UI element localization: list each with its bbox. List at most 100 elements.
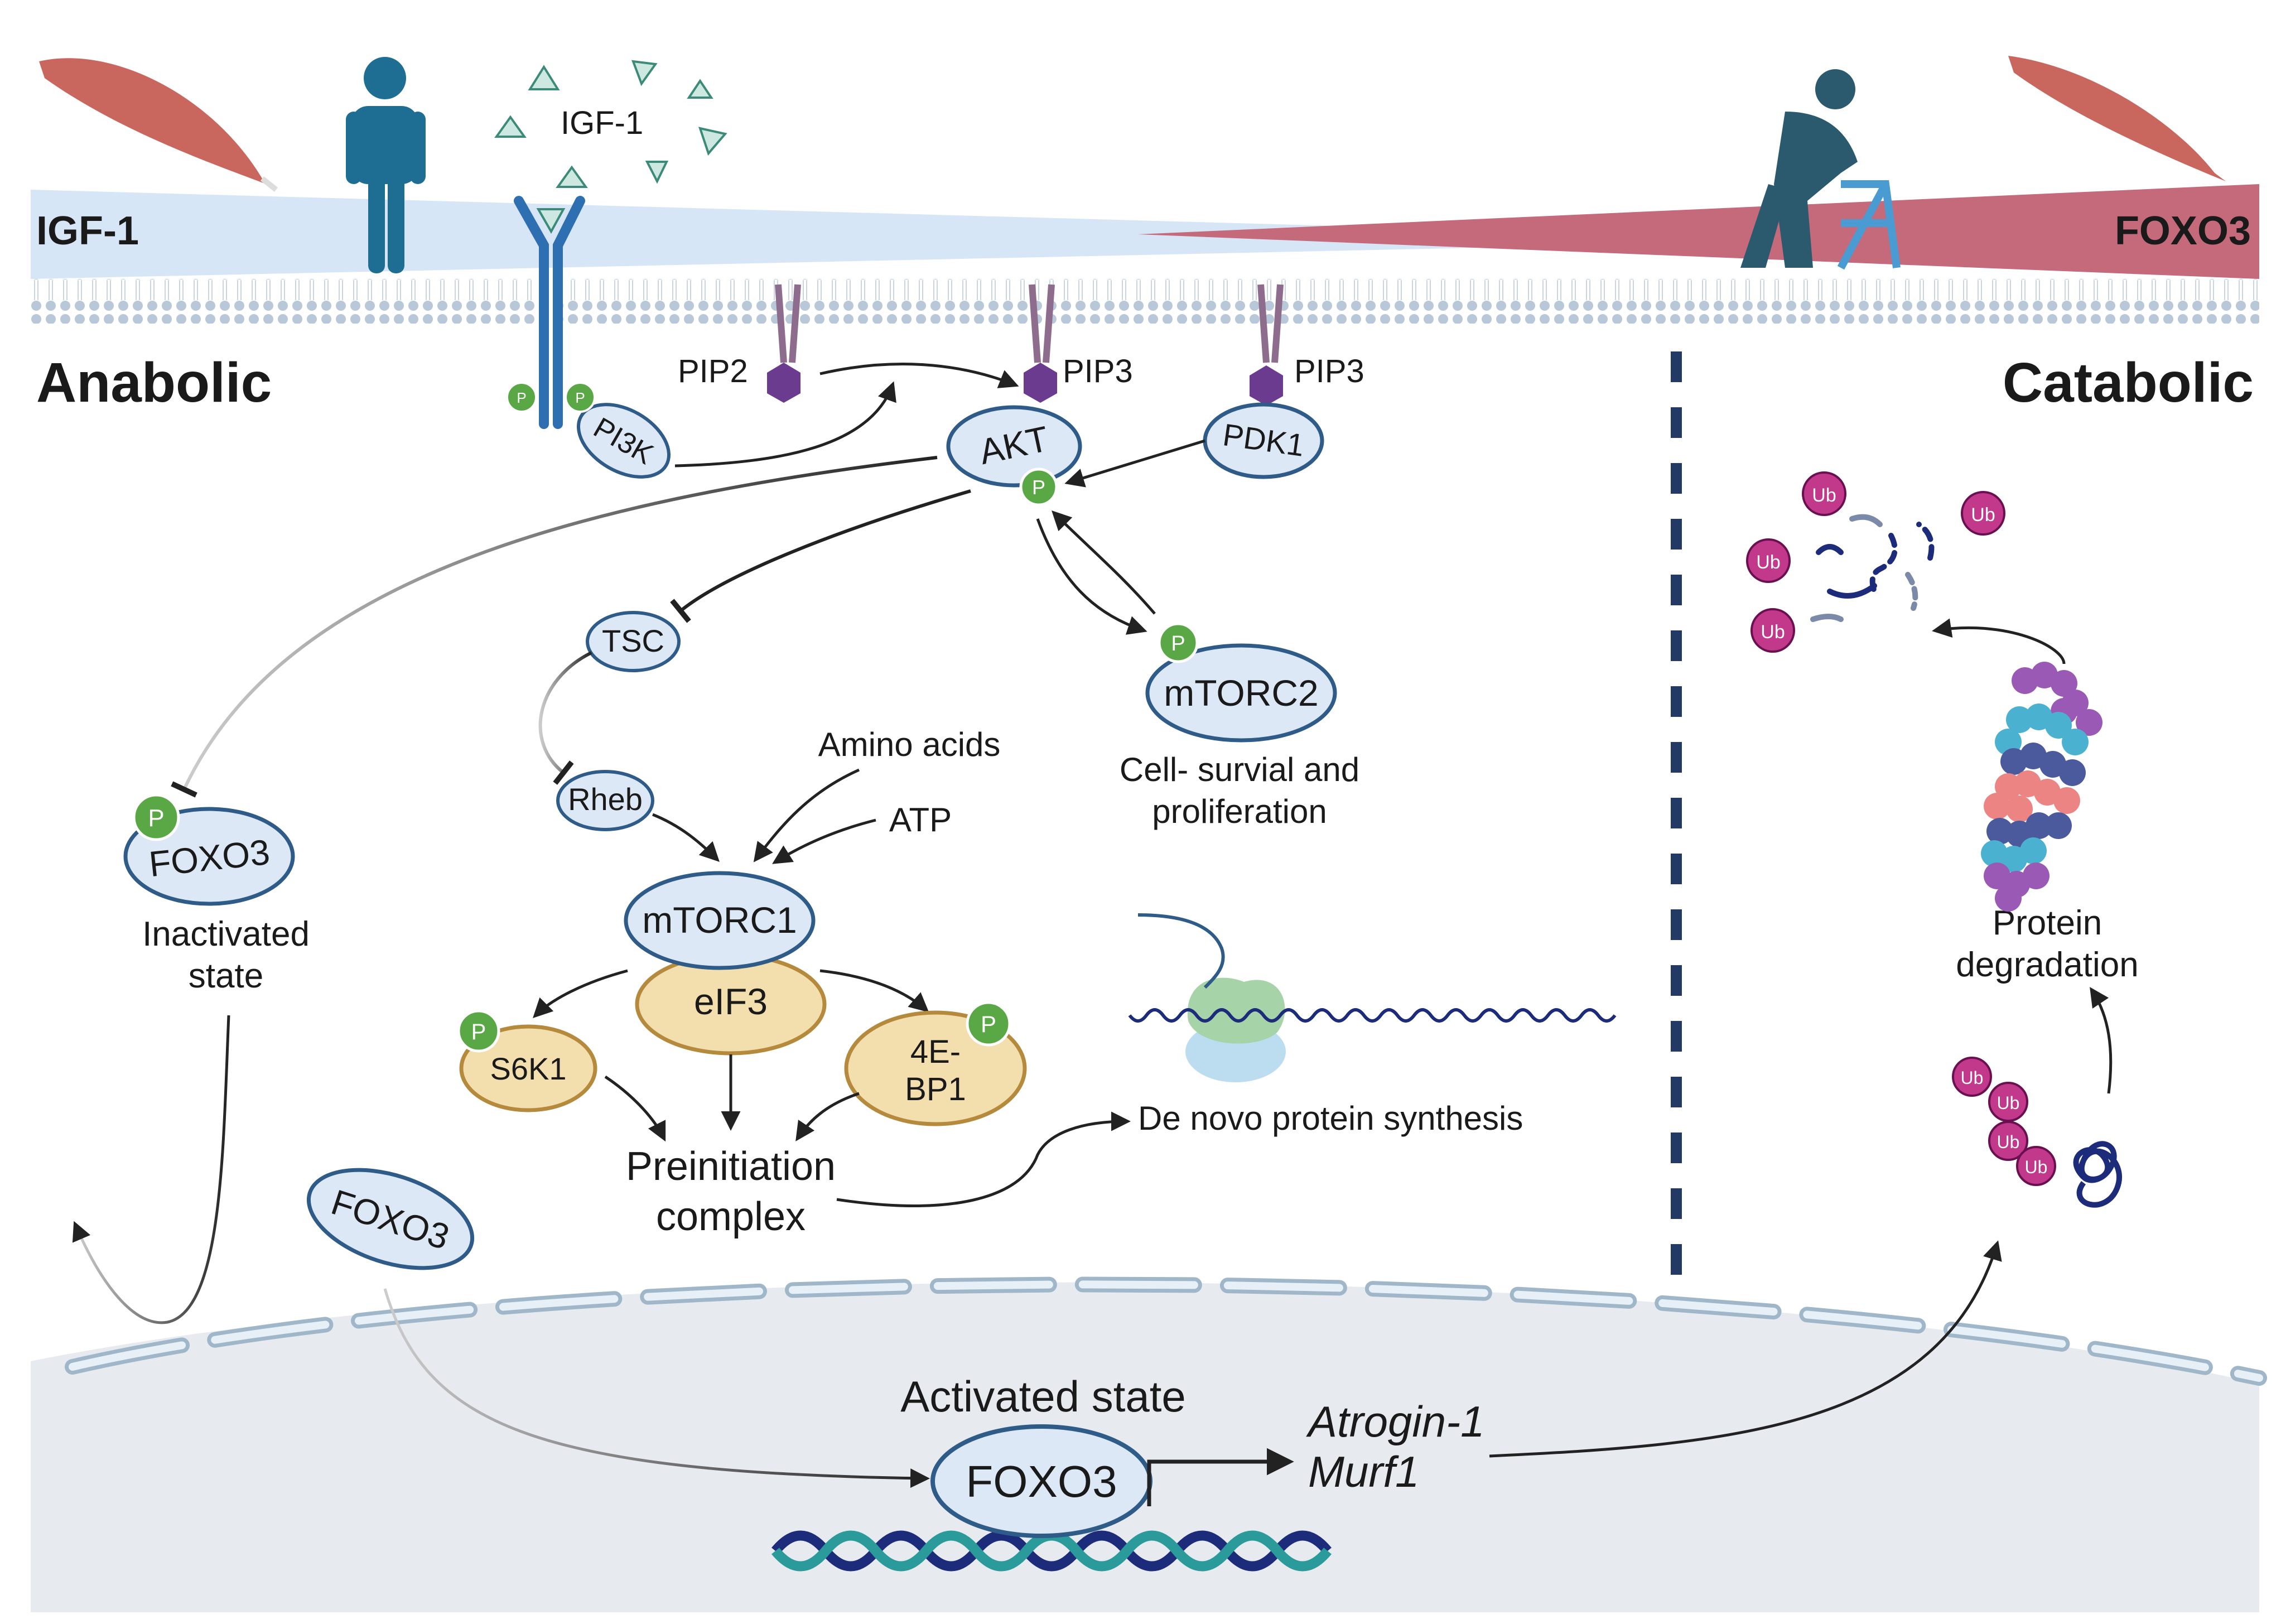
rheb-node: Rheb (556, 770, 654, 831)
arrow-ubiquitin-degradation (2090, 987, 2113, 1094)
arrow-s6k1-preinit (604, 1075, 666, 1142)
proteasome-icon (1981, 662, 2102, 912)
svg-text:P: P (517, 389, 526, 406)
igf1-ligand-icons (494, 60, 727, 188)
svg-text:P: P (981, 1011, 996, 1037)
igf1-ligand-label: IGF-1 (561, 105, 643, 141)
arrow-mtorc1-s6k1 (533, 969, 628, 1018)
degraded-peptides-icon (1810, 514, 1935, 622)
arrow-foxo3-nucleus (383, 1288, 930, 1488)
pip3-lipid-icon (1024, 284, 1057, 403)
svg-text:S6K1: S6K1 (490, 1051, 567, 1086)
ubiquitin-chain-icon (2073, 1141, 2123, 1208)
muscle-icon (2008, 56, 2226, 181)
arrow-rheb-mtorc1 (652, 813, 720, 862)
igf-band (31, 190, 1841, 279)
complex-label: complex (656, 1194, 806, 1239)
arrow-mtorc2-akt (1052, 510, 1156, 615)
amino-acids-label: Amino acids (818, 726, 1001, 763)
cell-membrane (31, 279, 2259, 324)
arrow-mtorc1-4ebp1 (819, 969, 929, 1013)
svg-text:Ub: Ub (1961, 1068, 1984, 1088)
arrow-foxo3-export (72, 1015, 230, 1324)
svg-text:P: P (575, 389, 585, 406)
phospho-badge: P (506, 382, 537, 413)
svg-text:TSC: TSC (602, 623, 664, 658)
transcription-arrow (1147, 1448, 1294, 1506)
svg-text:Ub: Ub (1756, 552, 1780, 573)
person-icon (346, 57, 426, 273)
svg-text:FOXO3: FOXO3 (966, 1457, 1117, 1506)
igf1-receptor-icon (514, 196, 585, 429)
svg-text:P: P (1171, 632, 1185, 656)
foxo3-nuclear-node: FOXO3 (930, 1424, 1152, 1538)
svg-text:Ub: Ub (1812, 485, 1836, 506)
svg-text:P: P (1032, 476, 1045, 499)
pdk1-node: PDK1 (1203, 402, 1324, 479)
svg-text:4E-: 4E- (910, 1034, 961, 1070)
nucleus-region (31, 1282, 2259, 1612)
phospho-badge: P (565, 382, 596, 413)
arrow-pip2-pip3 (819, 363, 1019, 388)
inactivated-label: Inactivated (142, 915, 310, 953)
ub-badges-free: Ub Ub Ub Ub (1746, 471, 2005, 653)
phospho-badge: P (1019, 468, 1058, 507)
svg-text:Ub: Ub (2025, 1157, 2048, 1177)
pip2-lipid-icon (767, 284, 801, 403)
svg-text:Ub: Ub (1971, 504, 1995, 526)
eif3-node: eIF3 (635, 953, 827, 1056)
svg-text:Ub: Ub (1997, 1093, 2020, 1113)
catabolic-label: Catabolic (2003, 351, 2254, 414)
svg-text:BP1: BP1 (905, 1071, 966, 1107)
pip3-lipid-icon (1250, 284, 1284, 406)
akt-node: AKT (946, 405, 1082, 488)
state-label: state (189, 957, 263, 995)
phospho-badge: P (1158, 622, 1199, 663)
ribosome-icon (1137, 913, 1286, 1082)
cell-survival-label: Cell- survial and (1120, 751, 1359, 788)
inhibit-tsc-rheb (538, 651, 592, 785)
elderly-person-icon (1740, 69, 1901, 270)
arrow-proteasome-fragments (1932, 618, 2066, 664)
ub-badges-chain: Ub Ub Ub Ub (1952, 1057, 2056, 1186)
phospho-badge: P (966, 1001, 1011, 1047)
svg-text:Rheb: Rheb (568, 782, 643, 817)
de-novo-synthesis-label: De novo protein synthesis (1138, 1100, 1523, 1137)
arrow-genes-ubiquitin (1489, 1240, 2002, 1458)
anabolic-label: Anabolic (36, 351, 272, 414)
phospho-badge: P (132, 793, 180, 841)
arrow-preinit-synthesis (836, 1111, 1131, 1207)
svg-text:Ub: Ub (1997, 1132, 2020, 1152)
svg-text:mTORC1: mTORC1 (642, 899, 797, 941)
arrow-4ebp1-preinit (795, 1092, 860, 1141)
arrow-akt-mtorc2 (1036, 518, 1147, 635)
pi3k-node: PI3K (576, 403, 671, 479)
muscle-icon (39, 58, 278, 192)
mtorc2-node: mTORC2 (1145, 643, 1337, 743)
pip2-label: PIP2 (678, 353, 748, 389)
pip3-label-2: PIP3 (1294, 353, 1364, 389)
svg-text:P: P (148, 804, 164, 832)
foxo3-cytoplasm-node: FOXO3 (306, 1168, 475, 1270)
preinitiation-label: Preinitiation (626, 1144, 836, 1189)
foxo3-band-label: FOXO3 (2115, 209, 2251, 253)
inhibit-akt-tsc (670, 489, 971, 623)
tsc-node: TSC (586, 611, 681, 672)
activated-state-label: Activated state (900, 1372, 1186, 1421)
atrogin1-label: Atrogin-1 (1306, 1397, 1485, 1446)
s6k1-node: S6K1 (459, 1024, 597, 1112)
svg-text:P: P (471, 1020, 486, 1044)
arrow-pdk1-akt (1064, 439, 1205, 488)
arrow-amino-acids-mtorc1 (753, 768, 860, 862)
mtorc1-node: mTORC1 (624, 871, 816, 970)
foxo3-band (1138, 184, 2259, 279)
atp-label: ATP (889, 801, 952, 838)
degradation-label: degradation (1956, 946, 2139, 984)
svg-text:Ub: Ub (1761, 621, 1785, 643)
arrow-atp-mtorc1 (772, 818, 876, 864)
svg-text:mTORC2: mTORC2 (1164, 672, 1318, 714)
svg-text:eIF3: eIF3 (694, 981, 768, 1022)
mrna-strand (1128, 1008, 1617, 1023)
murf1-label: Murf1 (1308, 1447, 1419, 1496)
